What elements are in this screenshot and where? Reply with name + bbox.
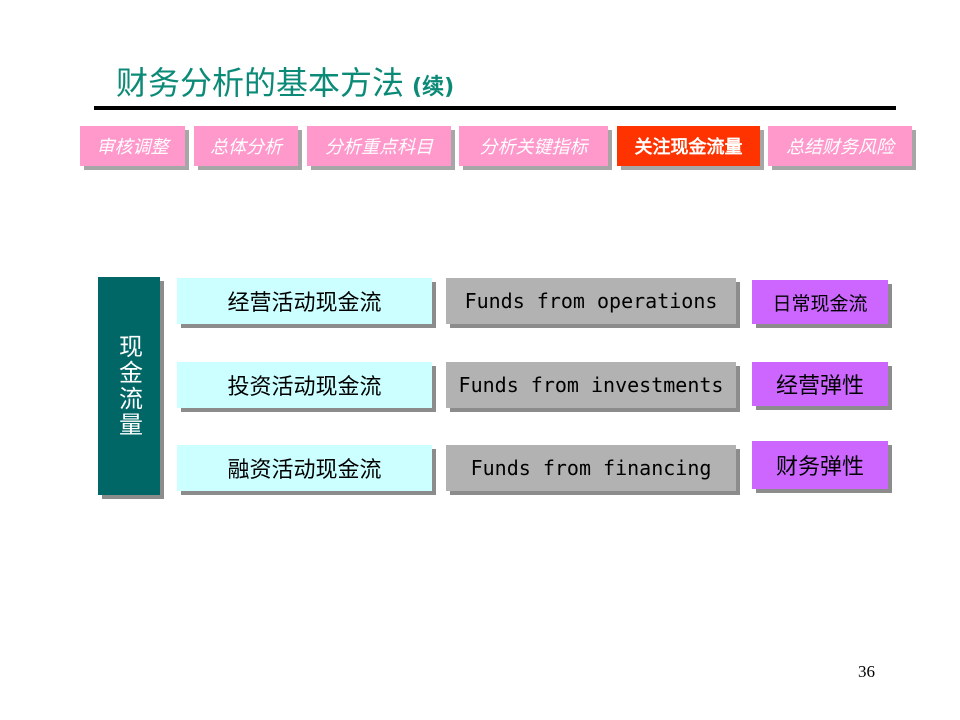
operating-cash-flow-en: Funds from operations	[446, 278, 736, 324]
investing-cash-flow-meaning: 经营弹性	[752, 362, 888, 406]
tab-cash-flow[interactable]: 关注现金流量	[617, 126, 760, 166]
tab-overall-analysis[interactable]: 总体分析	[194, 126, 298, 166]
tab-key-indicators[interactable]: 分析关键指标	[459, 126, 608, 166]
tab-key-accounts[interactable]: 分析重点科目	[307, 126, 451, 166]
section-nav: 审核调整 总体分析 分析重点科目 分析关键指标 关注现金流量 总结财务风险	[0, 126, 960, 170]
investing-cash-flow-cn: 投资活动现金流	[177, 362, 432, 408]
tab-audit-adjust[interactable]: 审核调整	[80, 126, 185, 166]
financing-cash-flow-cn: 融资活动现金流	[177, 445, 432, 491]
cash-flow-group-label: 现金流量	[114, 334, 143, 438]
cash-flow-group-box: 现金流量	[98, 277, 160, 495]
investing-cash-flow-en: Funds from investments	[446, 362, 736, 408]
financing-cash-flow-en: Funds from financing	[446, 445, 736, 491]
operating-cash-flow-cn: 经营活动现金流	[177, 278, 432, 324]
page-number: 36	[858, 662, 875, 681]
slide-title-text: 财务分析的基本方法	[116, 64, 405, 102]
title-underline	[94, 106, 896, 110]
slide-title: 财务分析的基本方法 (续)	[116, 58, 454, 104]
financing-cash-flow-meaning: 财务弹性	[752, 441, 888, 489]
operating-cash-flow-meaning: 日常现金流	[752, 280, 888, 324]
tab-financial-risk[interactable]: 总结财务风险	[768, 126, 912, 166]
slide-title-suffix: (续)	[412, 75, 455, 100]
